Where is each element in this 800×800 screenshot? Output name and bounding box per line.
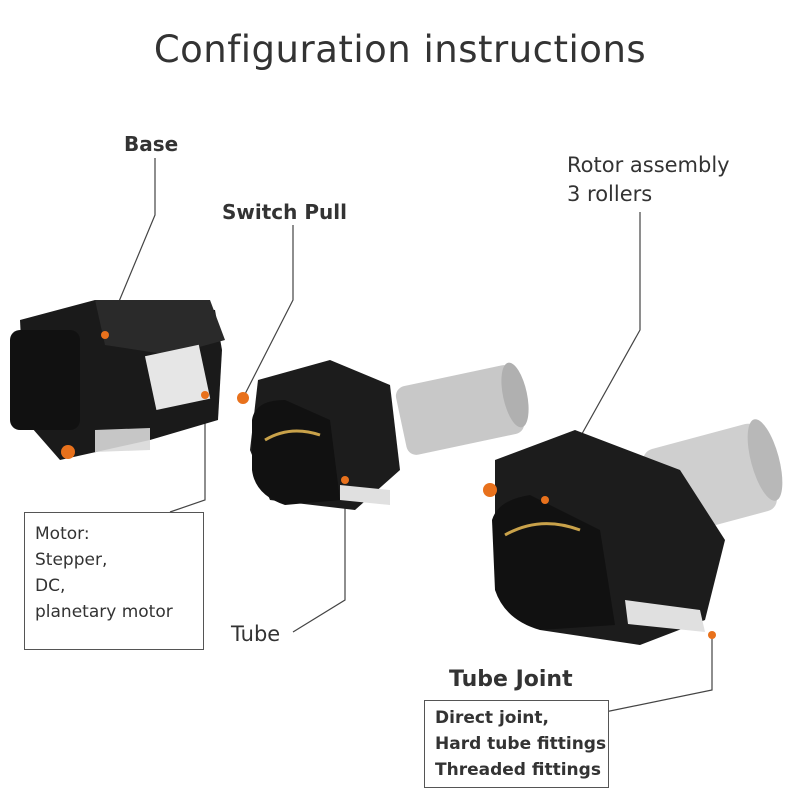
leader-tube	[292, 480, 346, 633]
motor-line: planetary motor	[35, 602, 173, 622]
label-switch-pull: Switch Pull	[222, 200, 347, 224]
label-rotor-line2: 3 rollers	[567, 182, 653, 206]
label-rotor-line1: Rotor assembly	[567, 153, 730, 177]
motor-line: Motor:	[35, 524, 90, 544]
motor-line: Stepper,	[35, 550, 108, 570]
label-tube-joint: Tube Joint	[449, 667, 573, 692]
label-tube: Tube	[231, 622, 281, 646]
tube-joint-line: Threaded fittings	[435, 760, 601, 780]
leader-base	[104, 158, 156, 336]
tube-joint-line: Direct joint,	[435, 708, 549, 728]
leader-motor	[169, 395, 206, 513]
leader-switch-pull	[242, 225, 294, 399]
label-base: Base	[124, 132, 179, 156]
pump-dc	[237, 360, 529, 510]
pump-large	[483, 419, 783, 645]
tube-joint-info-box: Direct joint, Hard tube fittings Threade…	[424, 700, 609, 788]
motor-line: DC,	[35, 576, 66, 596]
page-title: Configuration instructions	[153, 28, 647, 71]
tube-joint-line: Hard tube fittings	[435, 734, 607, 754]
motor-info-box: Motor: Stepper, DC, planetary motor	[24, 512, 204, 650]
leader-tube-joint	[604, 635, 713, 713]
pump-stepper	[10, 300, 225, 460]
